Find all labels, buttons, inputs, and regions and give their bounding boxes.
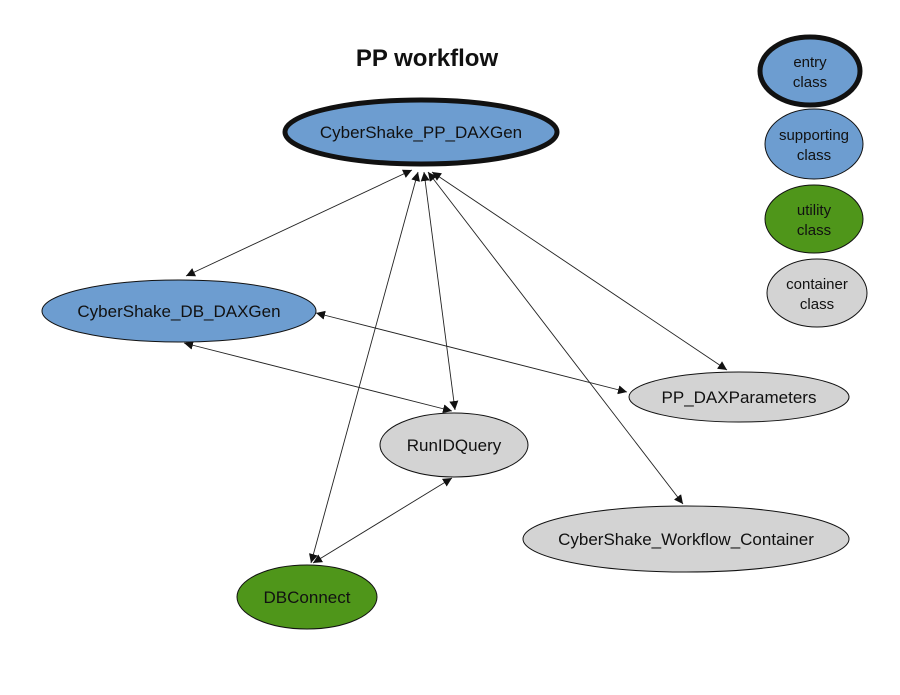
node-shape <box>41 279 317 343</box>
legend-label: class <box>797 222 831 239</box>
node-label: CyberShake_PP_DAXGen <box>320 123 522 142</box>
node-label: CyberShake_DB_DAXGen <box>77 302 280 321</box>
legend: entryclasssupportingclassutilityclasscon… <box>757 34 868 328</box>
node-label: RunIDQuery <box>407 436 502 455</box>
node-wf_container[interactable]: CyberShake_Workflow_Container <box>522 505 850 573</box>
node-label: PP_DAXParameters <box>662 388 817 407</box>
legend-label: entry <box>793 54 827 71</box>
diagram-title: PP workflow <box>356 45 499 72</box>
node-shape <box>628 371 850 423</box>
legend-item-entry: entry class <box>757 34 863 108</box>
legend-label: supporting <box>779 127 849 144</box>
node-shape <box>522 505 850 573</box>
nodes-layer: CyberShake_PP_DAXGenCyberShake_DB_DAXGen… <box>41 97 850 630</box>
legend-swatch <box>764 108 864 180</box>
node-shape <box>282 97 560 167</box>
legend-label: class <box>797 147 831 164</box>
edge-pp_daxgen-dbconnect <box>309 171 420 564</box>
edge-db_daxgen-pp_daxparams <box>315 310 628 395</box>
legend-label: container <box>786 276 848 293</box>
node-runidquery[interactable]: RunIDQuery <box>379 412 529 478</box>
node-shape <box>379 412 529 478</box>
edge-pp_daxgen-runidquery <box>420 171 459 411</box>
legend-swatch <box>757 34 863 108</box>
node-label: DBConnect <box>264 588 351 607</box>
node-db_daxgen[interactable]: CyberShake_DB_DAXGen <box>41 279 317 343</box>
legend-swatch <box>764 184 864 254</box>
legend-label: utility <box>797 202 832 219</box>
edge-runidquery-dbconnect <box>312 477 453 564</box>
legend-swatch <box>766 258 868 328</box>
legend-label: class <box>793 74 827 91</box>
legend-item-supporting: supporting class <box>764 108 864 180</box>
legend-item-container: container class <box>766 258 868 328</box>
edge-db_daxgen-runidquery <box>183 340 453 414</box>
node-shape <box>236 564 378 630</box>
legend-item-utility: utility class <box>764 184 864 254</box>
edge-pp_daxgen-pp_daxparams <box>431 171 728 371</box>
node-pp_daxparams[interactable]: PP_DAXParameters <box>628 371 850 423</box>
node-dbconnect[interactable]: DBConnect <box>236 564 378 630</box>
legend-label: class <box>800 296 834 313</box>
edges-layer <box>183 169 728 564</box>
node-pp_daxgen[interactable]: CyberShake_PP_DAXGen <box>282 97 560 167</box>
node-label: CyberShake_Workflow_Container <box>558 530 814 549</box>
edge-pp_daxgen-db_daxgen <box>185 169 413 277</box>
